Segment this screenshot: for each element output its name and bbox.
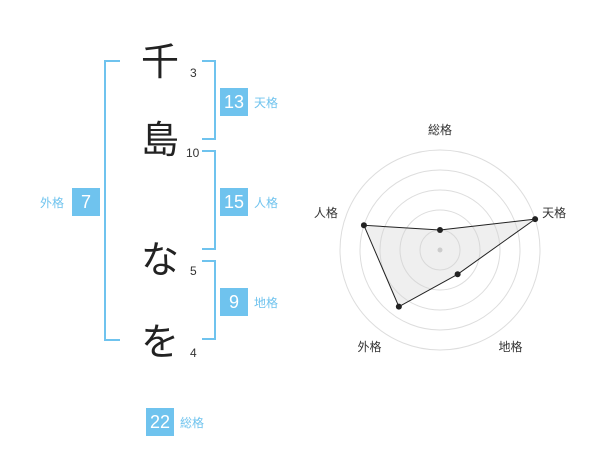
jinkaku-bracket [202, 150, 216, 250]
stroke-count-1: 3 [190, 66, 197, 80]
radar-point-1 [532, 216, 539, 223]
radar-point-2 [454, 271, 461, 278]
radar-point-0 [437, 227, 443, 233]
chikaku-badge: 9 [220, 288, 248, 316]
radar-point-4 [360, 222, 367, 229]
radar-axis-label-4: 人格 [314, 205, 338, 220]
tenkaku-label: 天格 [254, 96, 279, 110]
gaikaku-label: 外格 [40, 196, 65, 210]
radar-rings [339, 149, 541, 351]
radar-area [363, 218, 536, 308]
radar-axis-label-3: 外格 [357, 339, 381, 354]
soukaku-badge: 22 [146, 408, 174, 436]
radar-ring-2 [399, 209, 481, 291]
name-char-1: 千 [140, 40, 179, 84]
name-char-3: な [140, 238, 179, 282]
stroke-count-3: 5 [190, 264, 197, 278]
radar-point-3 [395, 303, 402, 310]
radar-center-dot [437, 247, 443, 253]
name-char-4: を [140, 320, 179, 364]
stroke-count-4: 4 [190, 346, 197, 360]
jinkaku-label: 人格 [254, 196, 279, 210]
tenkaku-bracket [202, 60, 216, 140]
radar-points [360, 216, 539, 310]
name-char-2: 島 [140, 118, 179, 162]
gaikaku-badge: 7 [72, 188, 100, 216]
radar-axis-label-0: 総格 [428, 122, 452, 137]
radar-axis-label-1: 天格 [542, 205, 566, 220]
soukaku-label: 総格 [180, 416, 205, 430]
gaikaku-bracket [104, 60, 120, 341]
jinkaku-badge: 15 [220, 188, 248, 216]
chikaku-bracket [202, 260, 216, 340]
radar-ring-4 [359, 169, 521, 331]
radar-ring-5 [339, 149, 541, 351]
chikaku-label: 地格 [254, 296, 279, 310]
stroke-count-2: 10 [186, 146, 200, 160]
radar-axis-label-2: 地格 [499, 339, 523, 354]
radar-ring-3 [379, 189, 501, 311]
tenkaku-badge: 13 [220, 88, 248, 116]
